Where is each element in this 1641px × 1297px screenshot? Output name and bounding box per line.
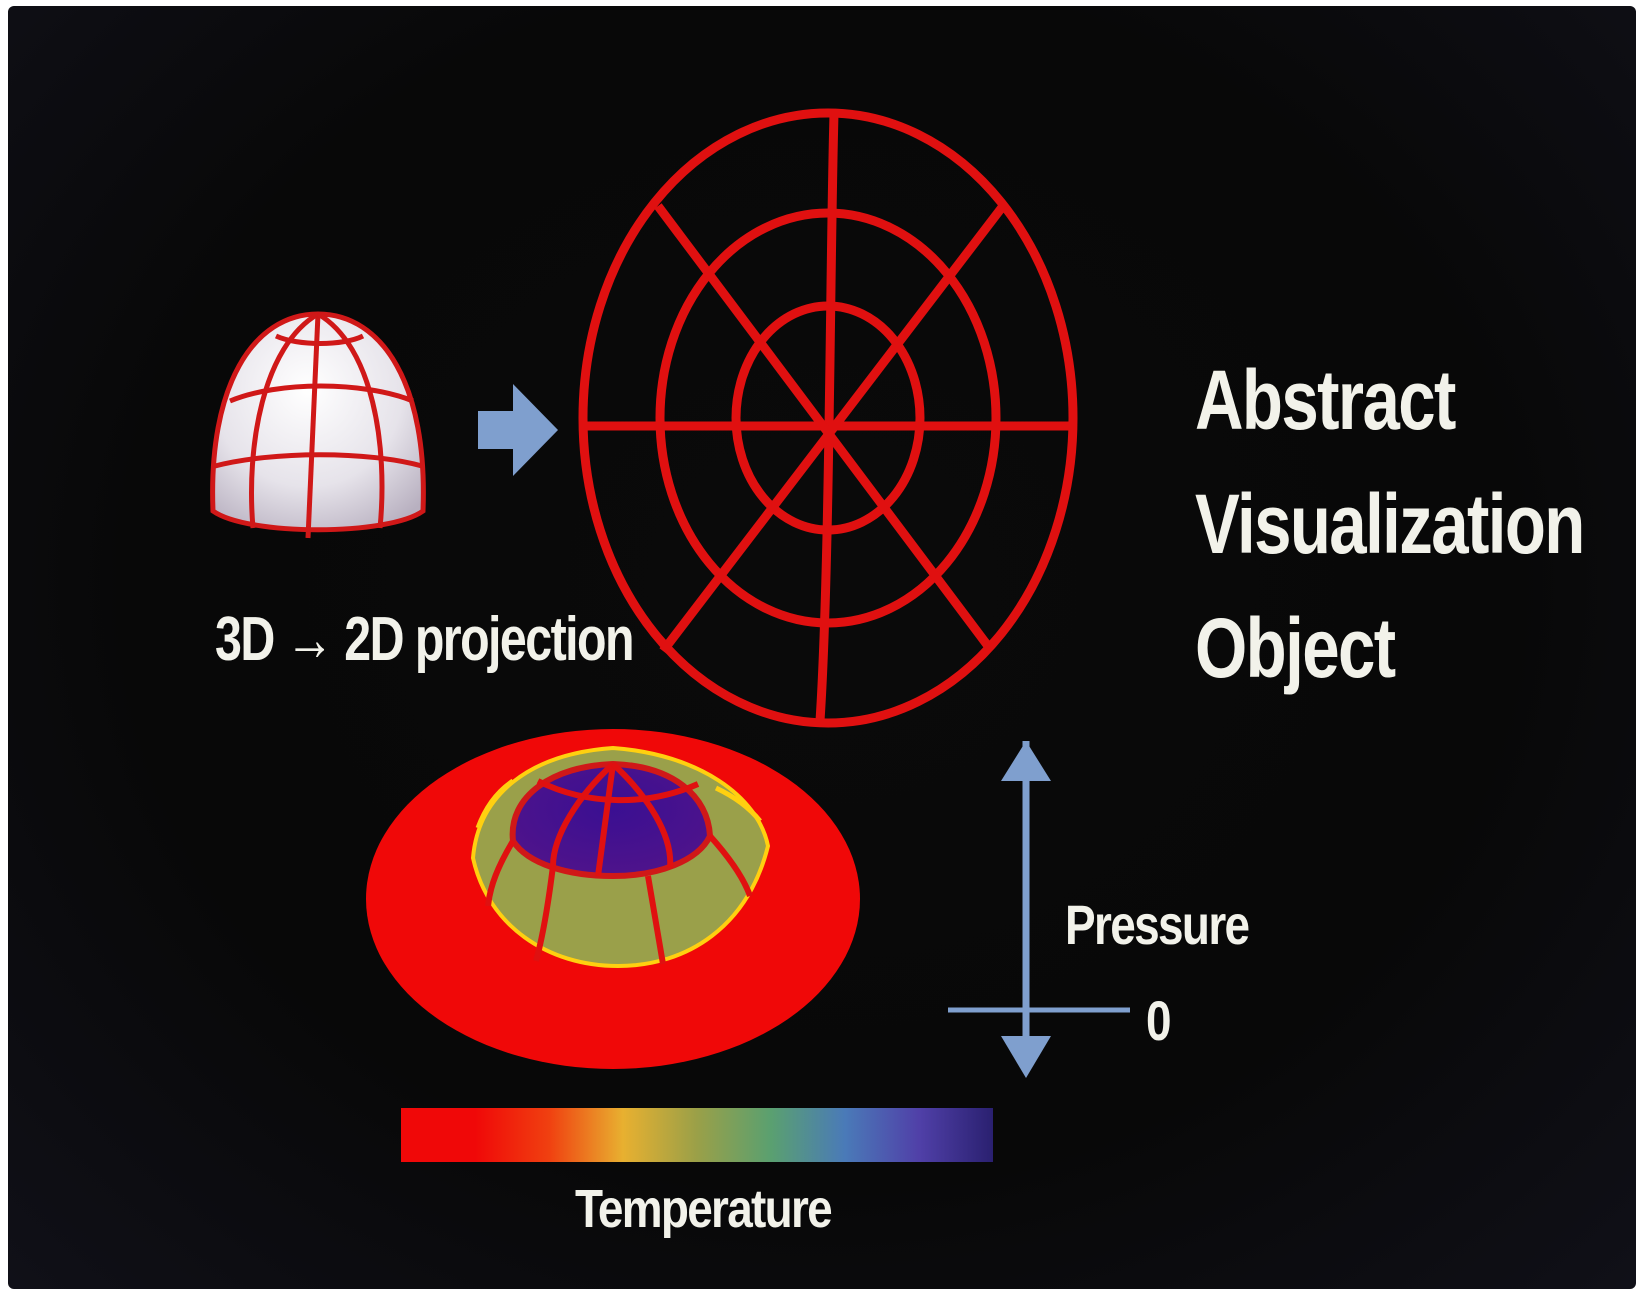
zero-label: 0: [1146, 989, 1172, 1052]
title-line-2: Visualization: [1195, 477, 1585, 571]
pressure-label: Pressure: [1065, 893, 1250, 956]
temperature-colorbar-icon: [401, 1108, 993, 1162]
projection-label: 3D → 2D projection: [215, 605, 635, 674]
title-block: Abstract Visualization Object: [1195, 338, 1636, 710]
title-line-3: Object: [1195, 601, 1396, 695]
dome-3d-icon: [210, 311, 426, 539]
temperature-label: Temperature: [575, 1179, 833, 1239]
title-line-1: Abstract: [1195, 353, 1456, 447]
right-arrow-icon: [478, 384, 558, 476]
diagram-canvas: [210, 108, 1130, 1162]
pressure-axis-icon: [948, 741, 1130, 1078]
slide: Abstract Visualization Object 3D → 2D pr…: [8, 6, 1636, 1289]
polar-grid-icon: [578, 108, 1078, 728]
deformed-dome-icon: [366, 729, 860, 1069]
